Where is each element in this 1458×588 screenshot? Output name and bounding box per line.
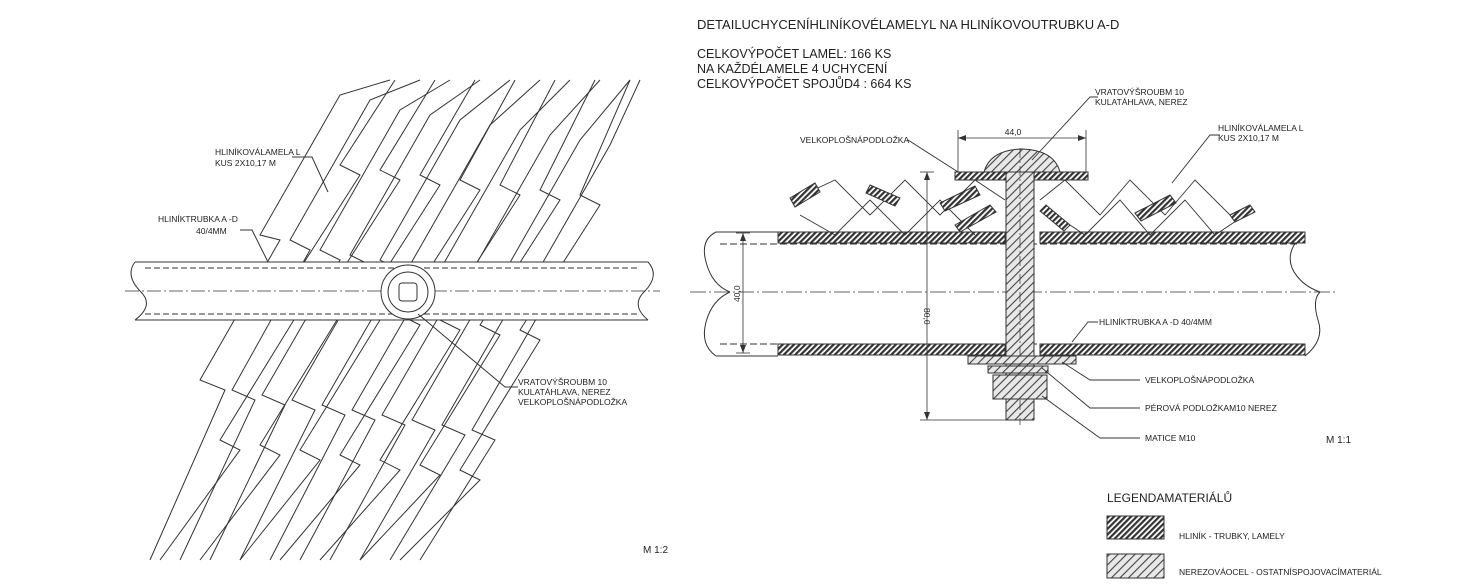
tube-wall-bottom-left	[777, 343, 1006, 356]
legend-item-aluminium: HLINÍK - TRUBKY, LAMELY	[1179, 531, 1285, 541]
bottom-washer	[967, 355, 1077, 365]
legend-swatch-steel	[1106, 553, 1165, 579]
dim-bolt-text: 80,0	[922, 308, 932, 325]
leader-tube-right	[1071, 321, 1098, 343]
right-bolt-label-1: VRATOVÝŠROUBM 10	[1095, 87, 1184, 97]
tube-wall-top-right	[1039, 231, 1306, 244]
note-line-2: NA KAŽDÉLAMELE 4 UCHYCENÍ	[697, 62, 888, 76]
right-washer-bottom-label: VELKOPLOŠNÁPODLOŽKA	[1145, 375, 1254, 385]
leader-spring-washer	[1041, 367, 1140, 409]
leader-lamel-right	[1171, 134, 1220, 184]
leader-tube-left	[240, 229, 269, 263]
legend-swatch-aluminium	[1106, 515, 1165, 540]
leader-bolt-right	[1031, 96, 1098, 161]
right-nut-label: MATICE M10	[1145, 433, 1196, 443]
note-line-3: CELKOVÝPOČET SPOJŮD4 : 664 KS	[697, 77, 912, 91]
left-bolt	[380, 264, 436, 320]
tube-wall-bottom-right	[1039, 343, 1306, 356]
left-view	[125, 79, 660, 561]
lamella-profile	[789, 179, 1256, 236]
right-spring-washer-label: PÉROVÁ PODLOŽKAM10 NEREZ	[1145, 403, 1277, 413]
left-tube-label-2: 40/4MM	[196, 226, 227, 236]
right-lamel-label-2: KUS 2X10,17 M	[1218, 133, 1279, 143]
left-bolt-label-1: VRATOVÝŠROUBM 10	[518, 377, 607, 387]
left-scale: M 1:2	[643, 545, 669, 556]
right-bolt-label-2: KULATÁHLAVA, NEREZ	[1095, 97, 1188, 107]
tube-wall-top-left	[777, 231, 1006, 244]
spring-washer	[987, 365, 1049, 374]
dim-width-text: 44,0	[1005, 127, 1022, 137]
bolt-head	[983, 148, 1061, 173]
left-bolt-label-2: KULATÁHLAVA, NEREZ	[518, 387, 611, 397]
nut	[992, 374, 1048, 400]
left-lamel-label-1: HLINÍKOVÁLAMELA L	[215, 147, 301, 157]
left-bolt-label-3: VELKOPLOŠNÁPODLOŽKA	[518, 397, 627, 407]
quantity-notes: CELKOVÝPOČET LAMEL: 166 KS NA KAŽDÉLAMEL…	[697, 47, 911, 92]
leader-lamel-left	[292, 156, 329, 193]
legend-title: LEGENDAMATERIÁLŮ	[1107, 491, 1233, 505]
dim-tube-text: 40,0	[732, 285, 742, 302]
note-line-1: CELKOVÝPOČET LAMEL: 166 KS	[697, 47, 892, 61]
leader-washer-top	[907, 139, 959, 173]
right-view	[690, 96, 1335, 439]
left-tube-label-1: HLINÍKTRUBKA A -D	[158, 214, 238, 224]
leader-nut	[1041, 395, 1140, 439]
legend-item-steel: NEREZOVÁOCEL - OSTATNÍSPOJOVACÍMATERIÁL	[1179, 567, 1382, 577]
drawing-title: DETAILUCHYCENÍHLINÍKOVÉLAMELYL NA HLINÍK…	[697, 17, 1120, 32]
right-lamel-label-1: HLINÍKOVÁLAMELA L	[1218, 123, 1304, 133]
leader-bolt-left	[417, 313, 518, 388]
right-tube-label: HLINÍKTRUBKA A -D 40/4MM	[1099, 317, 1212, 327]
leader-washer-bottom	[1061, 361, 1140, 381]
right-washer-top-label: VELKOPLOŠNÁPODLOŽKA	[800, 135, 909, 145]
right-scale: M 1:1	[1326, 435, 1352, 446]
left-lamel-label-2: KUS 2X10,17 M	[215, 158, 276, 168]
